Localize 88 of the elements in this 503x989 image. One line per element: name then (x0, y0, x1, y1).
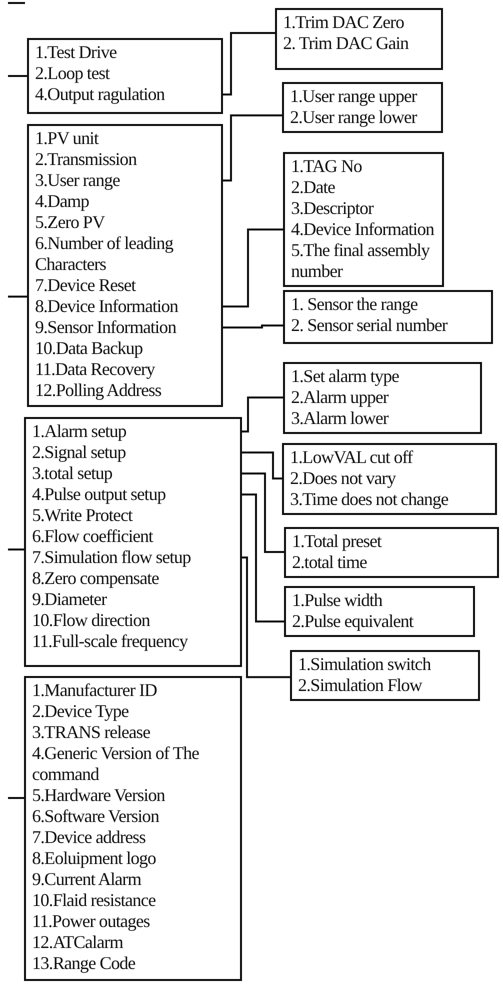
menu-item: 2. Sensor serial number (291, 315, 449, 336)
menu-box (282, 82, 443, 133)
menu-item: 7.Simulation flow setup (32, 547, 192, 568)
menu-item: 4.Generic Version of The command (32, 743, 200, 785)
menu-item: 1.Alarm setup (32, 421, 128, 442)
menu-item: 1.Total preset (292, 531, 383, 552)
menu-item: 2.User range lower (290, 107, 418, 128)
menu-item: 9.Sensor Information (35, 317, 178, 338)
menu-box (24, 417, 242, 667)
menu-item: 1.Test Drive (35, 42, 118, 63)
menu-box (275, 8, 443, 70)
menu-item: 2.Pulse equivalent (292, 611, 415, 632)
menu-item: 1.Trim DAC Zero (283, 12, 405, 33)
menu-item: 1.TAG No (291, 156, 363, 177)
menu-item: 4.Damp (35, 191, 90, 212)
menu-item: 2.Date (291, 177, 336, 198)
menu-box (283, 290, 493, 344)
connector-line (242, 494, 284, 622)
menu-item: 3.User range (35, 170, 121, 191)
menu-item: 7.Device Reset (35, 275, 137, 296)
menu-item: 3.Descriptor (291, 198, 375, 219)
menu-item: 2.Device Type (32, 701, 130, 722)
connector-line (8, 797, 24, 799)
connector-line (242, 452, 282, 480)
menu-item: 2.Alarm upper (291, 387, 390, 408)
menu-item: 1.Manufacturer ID (32, 680, 158, 701)
connector-line (242, 396, 283, 432)
menu-item: 12.ATCalarm (32, 932, 124, 953)
menu-box (284, 586, 475, 637)
menu-item: 8.Eoluipment logo (32, 848, 157, 869)
menu-box (290, 650, 480, 701)
connector-line (8, 548, 24, 550)
menu-item: 2.Signal setup (32, 442, 127, 463)
menu-item: 6.Number of leading Characters (35, 233, 174, 275)
menu-item: 3.TRANS release (32, 722, 151, 743)
menu-box (283, 362, 482, 434)
menu-item: 5.Zero PV (35, 212, 106, 233)
menu-box (27, 124, 223, 407)
menu-item: 2.Loop test (35, 63, 111, 84)
menu-item: 1.User range upper (290, 86, 418, 107)
connector-line (223, 114, 282, 182)
menu-item: 10.Flow direction (32, 610, 152, 631)
menu-item: 1.Set alarm type (291, 366, 400, 387)
menu-item: 11.Power outages (32, 911, 151, 932)
menu-item: 6.Flow coefficient (32, 526, 154, 547)
menu-item: 10.Data Backup (35, 338, 144, 359)
menu-item: 8.Zero compensate (32, 568, 160, 589)
menu-item: 6.Software Version (32, 806, 160, 827)
connector-line (242, 472, 284, 553)
menu-item: 5.Write Protect (32, 505, 134, 526)
menu-item: 2.Does not vary (290, 468, 397, 489)
menu-item: 3.Time does not change (290, 489, 450, 510)
menu-item: 3.total setup (32, 463, 114, 484)
menu-box (27, 38, 223, 114)
menu-item: 7.Device address (32, 827, 146, 848)
menu-item: 1.PV unit (35, 128, 100, 149)
menu-box (282, 443, 497, 515)
menu-item: 5.The final assembly number (291, 240, 431, 282)
menu-item: 1.Pulse width (292, 590, 384, 611)
menu-item: 1.LowVAL cut off (290, 447, 414, 468)
menu-box (24, 676, 242, 981)
connector-line (223, 324, 283, 328)
menu-item: 8.Device Information (35, 296, 180, 317)
menu-box (284, 527, 499, 578)
menu-item: 1.Simulation switch (298, 654, 432, 675)
menu-item: 2. Trim DAC Gain (283, 33, 410, 54)
menu-item: 11.Data Recovery (35, 359, 156, 380)
connector-line (242, 556, 290, 678)
menu-item: 12.Polling Address (35, 380, 162, 401)
menu-item: 5.Hardware Version (32, 785, 166, 806)
menu-item: 9.Current Alarm (32, 869, 142, 890)
menu-item: 2.total time (292, 552, 368, 573)
menu-item: 4.Pulse output setup (32, 484, 167, 505)
menu-item: 4.Output ragulation (35, 84, 166, 105)
menu-box (283, 152, 444, 287)
menu-item: 2.Transmission (35, 149, 138, 170)
menu-item: 2.Simulation Flow (298, 675, 424, 696)
menu-item: 11.Full-scale frequency (32, 631, 189, 652)
menu-item: 4.Device Information (291, 219, 436, 240)
menu-item: 3.Alarm lower (291, 408, 390, 429)
connector-line (8, 296, 27, 298)
connector-line (223, 228, 283, 308)
connector-line (8, 75, 27, 77)
menu-item: 1. Sensor the range (291, 294, 419, 315)
menu-item: 9.Diameter (32, 589, 108, 610)
menu-item: 10.Flaid resistance (32, 890, 157, 911)
connector-line (223, 32, 275, 96)
menu-item: 13.Range Code (32, 953, 136, 974)
